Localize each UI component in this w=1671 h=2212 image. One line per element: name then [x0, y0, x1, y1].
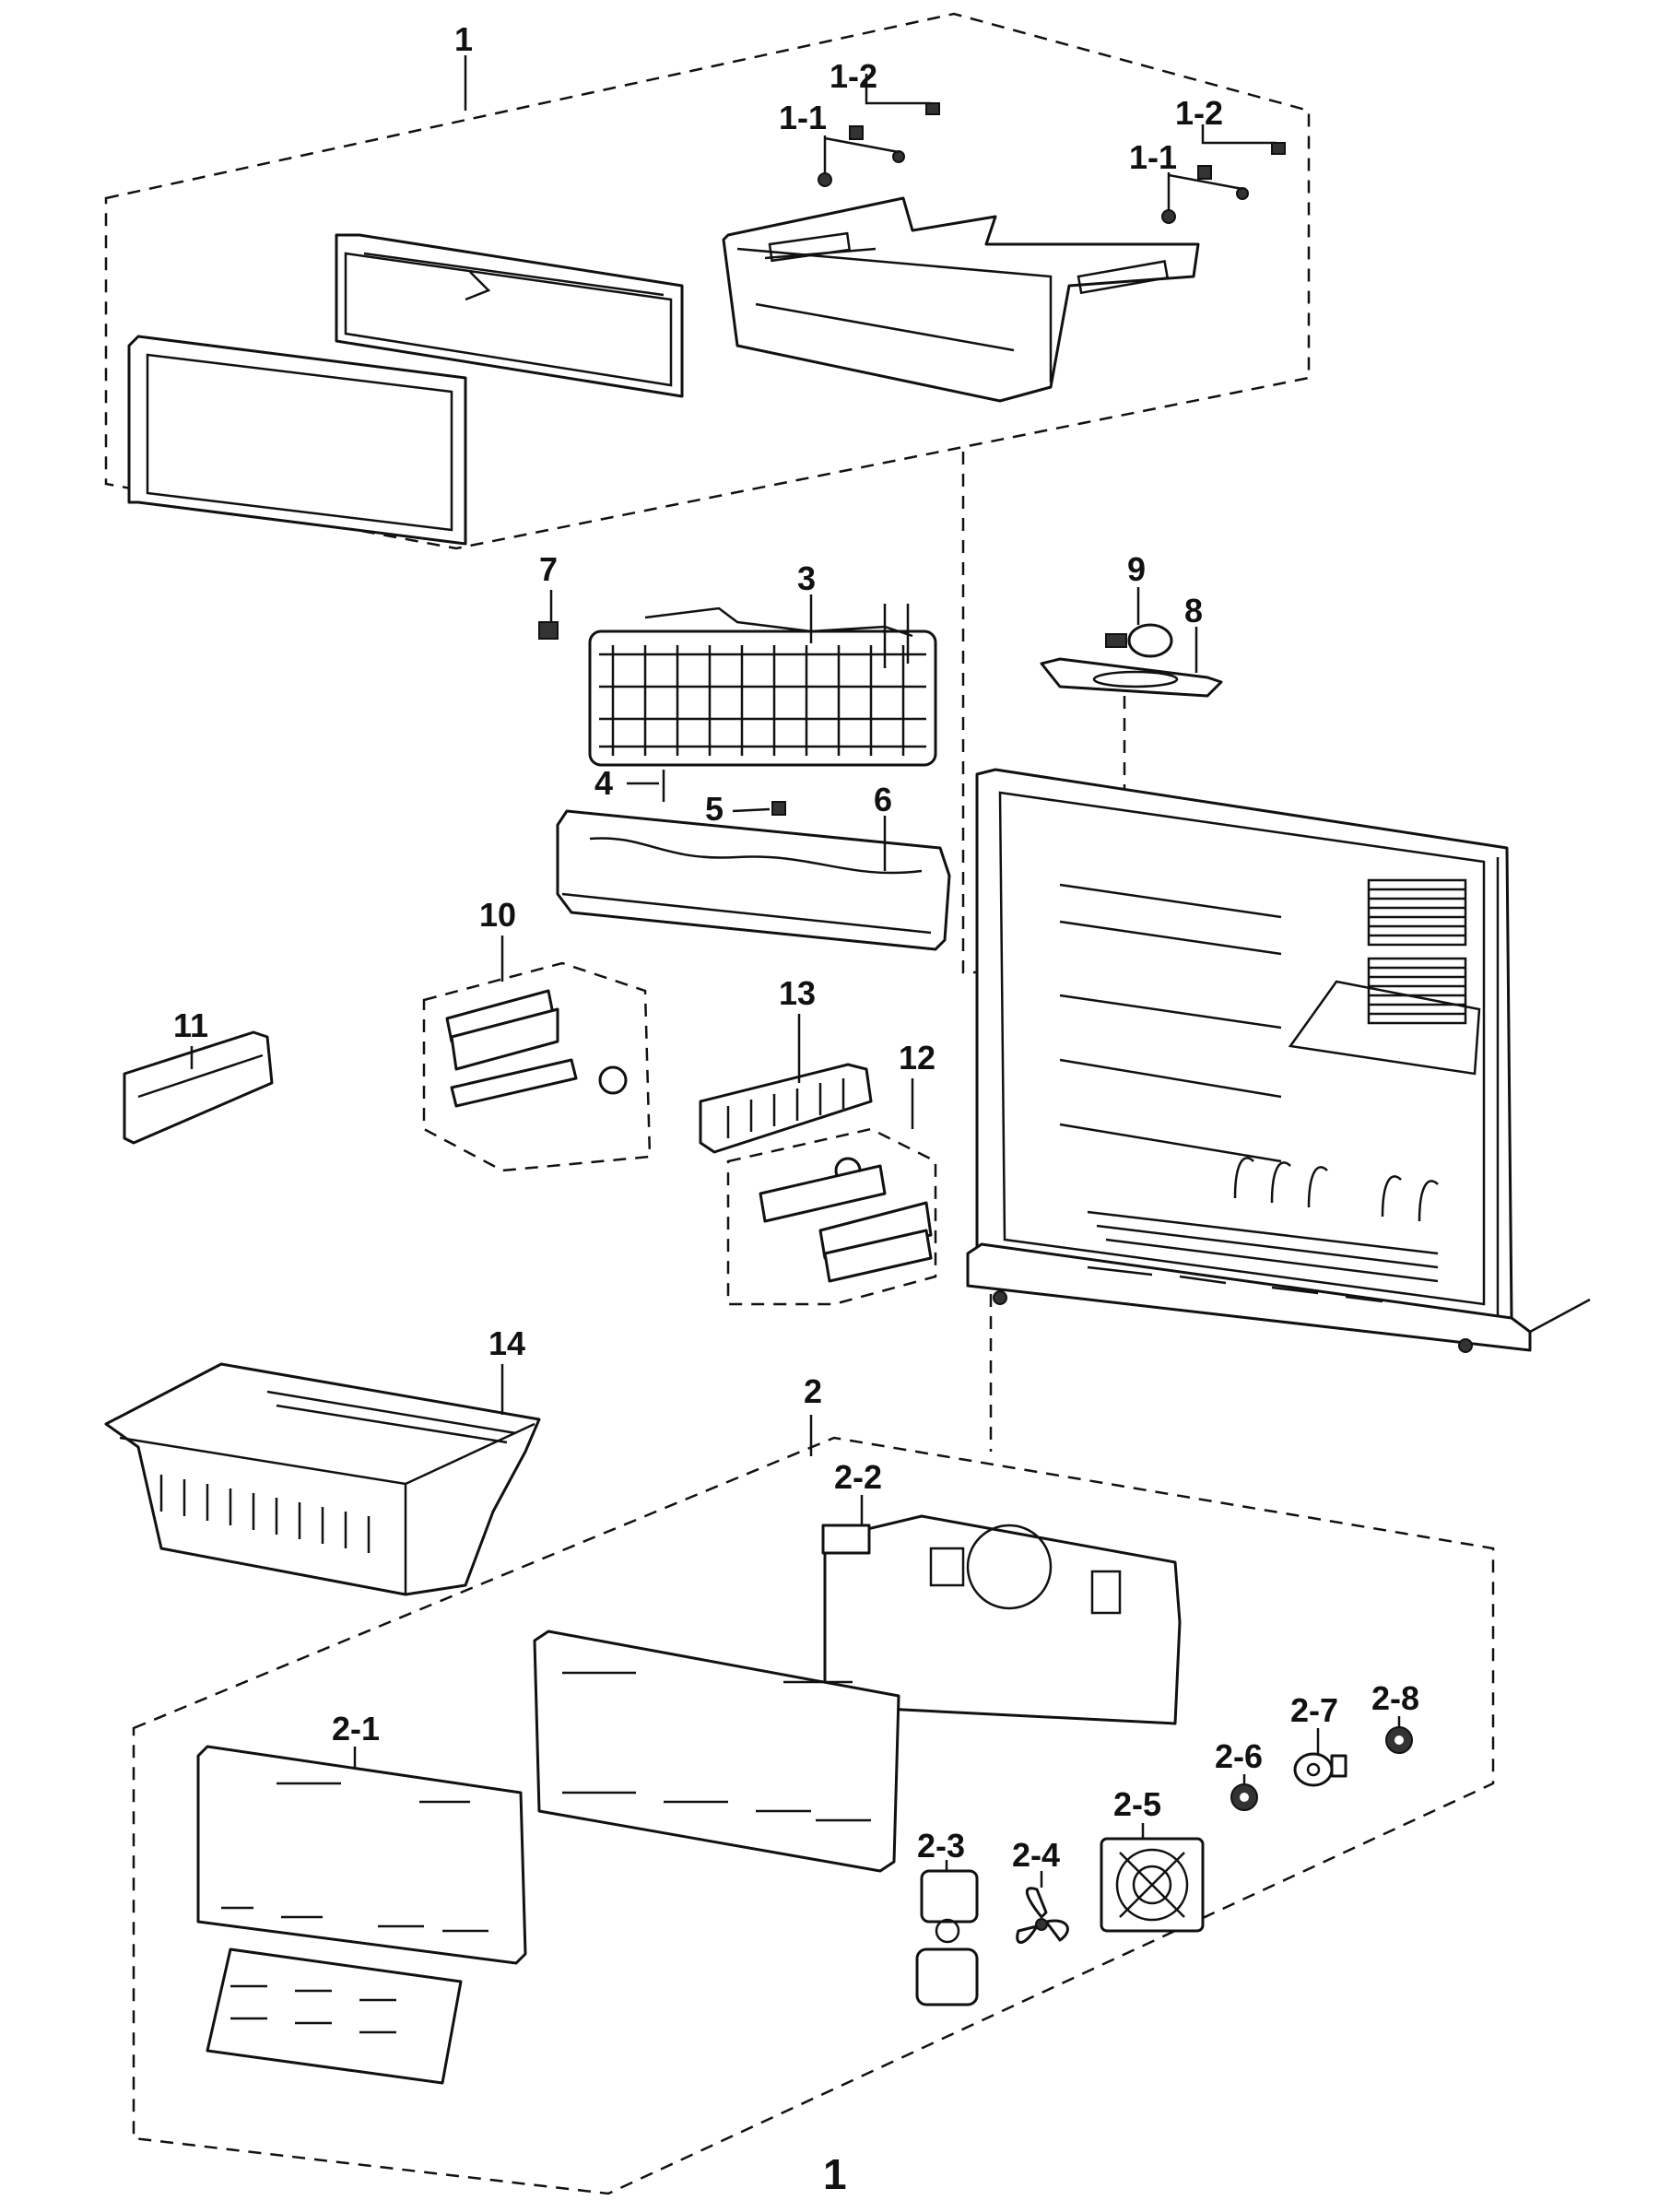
- label-1-bottom: 1: [823, 2150, 847, 2198]
- label-1-2-left: 1-2: [830, 57, 877, 95]
- label-12: 12: [899, 1039, 936, 1077]
- part-2-7-fan-bracket: [1293, 1752, 1347, 1787]
- label-4: 4: [594, 764, 613, 802]
- label-2: 2: [804, 1372, 822, 1410]
- part-5-clip: [771, 801, 786, 816]
- part-1-1-screw-right-b: [1236, 187, 1249, 200]
- part-13-rail-cover: [699, 1063, 873, 1154]
- connector-line-a: [961, 452, 1005, 974]
- part-6-drain-pan: [556, 809, 951, 951]
- part-2-8-grommet: [1385, 1726, 1413, 1754]
- label-1-top: 1: [454, 20, 473, 58]
- part-12-rail-assembly: [759, 1157, 933, 1283]
- label-6: 6: [874, 781, 892, 818]
- part-12-boundary: [726, 1127, 937, 1306]
- part-1-2-clip-right: [1271, 142, 1286, 155]
- label-2-1: 2-1: [332, 1710, 380, 1747]
- drawer-inner-cover: [335, 233, 684, 398]
- part-2-4-fan-blade: [1016, 1887, 1069, 1944]
- label-2-2: 2-2: [834, 1458, 882, 1496]
- part-10-boundary: [422, 961, 652, 1172]
- label-1-1-left: 1-1: [779, 99, 827, 136]
- part-10-rail-assembly: [445, 989, 628, 1108]
- label-13: 13: [779, 974, 816, 1012]
- label-2-6: 2-6: [1215, 1737, 1263, 1775]
- part-2-6-grommet: [1230, 1783, 1258, 1811]
- label-11: 11: [173, 1006, 208, 1044]
- assembly-1-boundary: [104, 12, 1311, 550]
- label-2-3: 2-3: [917, 1827, 965, 1865]
- label-9: 9: [1127, 550, 1146, 588]
- part-9-bulb: [1105, 623, 1173, 658]
- part-7-clip: [538, 621, 559, 640]
- part-1-1-screw-left: [818, 172, 832, 187]
- label-1-1-right: 1-1: [1129, 138, 1177, 176]
- label-8: 8: [1184, 592, 1203, 629]
- part-1-2-clip-right-b: [1197, 165, 1212, 180]
- label-2-5: 2-5: [1113, 1785, 1161, 1823]
- label-3: 3: [797, 559, 816, 597]
- part-2-1-evaporator-cover: [196, 1745, 527, 2085]
- assembly-2-boundary: [132, 1436, 1495, 2195]
- label-1-2-right: 1-2: [1175, 94, 1223, 132]
- evaporator-cover-middle: [533, 1630, 900, 1873]
- label-14: 14: [488, 1324, 525, 1362]
- part-1-2-clip-left: [925, 102, 940, 115]
- part-2-2-fan-shroud: [821, 1514, 1182, 1725]
- part-11-rail-cover: [123, 1030, 274, 1145]
- evaporator-coil: [588, 604, 937, 767]
- label-2-4: 2-4: [1012, 1836, 1060, 1874]
- part-1-1-screw-right: [1161, 209, 1176, 224]
- label-7: 7: [539, 550, 558, 588]
- part-1-1-screw-left-b: [892, 150, 905, 163]
- part-1-2-clip-left-b: [849, 125, 864, 140]
- label-2-7: 2-7: [1290, 1691, 1338, 1729]
- part-2-3-fan-motor: [915, 1869, 979, 2006]
- part-14-basket: [104, 1362, 541, 1596]
- part-2-5-fan-housing: [1100, 1837, 1205, 1933]
- refrigerator-cabinet: [966, 768, 1591, 1353]
- label-5: 5: [705, 790, 724, 828]
- drawer-bin: [722, 196, 1200, 403]
- label-10: 10: [479, 896, 516, 934]
- label-2-8: 2-8: [1371, 1679, 1419, 1717]
- drawer-front-panel: [127, 335, 467, 546]
- part-8-lamp-cover: [1040, 657, 1223, 698]
